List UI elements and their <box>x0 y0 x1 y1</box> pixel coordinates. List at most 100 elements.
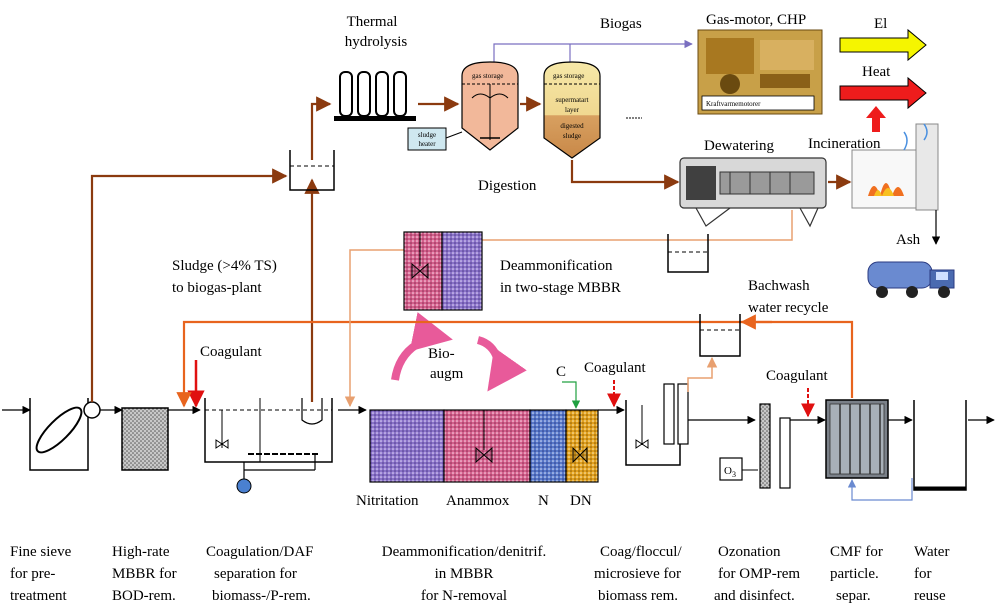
mixer-icon <box>411 262 429 280</box>
deammon-label-1: Deammonification <box>500 258 613 274</box>
captions: Fine sieve for pre- treatment High-rate … <box>10 544 949 604</box>
biogas-label: Biogas <box>600 16 642 32</box>
ash-truck <box>867 261 955 298</box>
heat-up-arrow <box>866 106 886 132</box>
deammonification-mbbr <box>369 312 599 483</box>
ozonation-unit: O3 <box>719 403 791 489</box>
backwash-label-1: Bachwash <box>748 278 810 294</box>
pump-icon <box>83 401 101 419</box>
energy-arrows <box>839 28 927 132</box>
coag-microsieve-tank <box>625 383 689 466</box>
side-stream-mbbr <box>403 231 483 311</box>
ozone-generator <box>719 457 743 481</box>
el-label: El <box>874 16 887 32</box>
gas-motor-chp <box>697 29 823 115</box>
caption-cmf: CMF for particle. separ. <box>830 544 883 604</box>
bio-augm-arrow-left <box>391 312 453 381</box>
ash-label: Ash <box>896 232 921 248</box>
carbon-label: C <box>556 364 566 380</box>
recycle-lines <box>176 210 854 408</box>
digestion-label: Digestion <box>478 178 537 194</box>
svg-text:separation for: separation for <box>214 566 297 582</box>
digested-label-1: digested <box>560 122 584 130</box>
svg-text:Fine sieve: Fine sieve <box>10 544 72 560</box>
svg-text:biomass-/P-rem.: biomass-/P-rem. <box>212 588 311 604</box>
svg-text:treatment: treatment <box>10 588 67 604</box>
thermal-hydrolysis-label-2: hydrolysis <box>345 34 408 50</box>
svg-text:for: for <box>914 566 932 582</box>
coagulant-label-3: Coagulant <box>766 368 828 384</box>
caption-ozonation: Ozonation for OMP-rem and disinfect. <box>714 544 800 604</box>
supernatant-label-1: supermatart <box>555 96 588 104</box>
sludge-lines <box>90 96 852 402</box>
caption-mbbr: High-rate MBBR for BOD-rem. <box>112 544 177 604</box>
digested-sludge-storage <box>543 61 601 159</box>
n-label: N <box>538 493 549 509</box>
svg-text:microsieve for: microsieve for <box>594 566 681 582</box>
svg-text:Coag/floccul/: Coag/floccul/ <box>600 544 682 560</box>
mixer-icon <box>215 439 229 449</box>
caption-reuse: Water for reuse <box>914 544 949 604</box>
digester <box>407 61 519 151</box>
bio-augm-label-1: Bio- <box>428 346 455 362</box>
anammox-label: Anammox <box>446 493 510 509</box>
ozone-label: O3 <box>724 465 736 479</box>
bio-augm-label-2: augm <box>430 366 464 382</box>
incinerator <box>851 123 941 245</box>
dn-label: DN <box>570 493 592 509</box>
mixer-icon <box>635 439 649 449</box>
sludge-heater-label-1: sludge <box>418 131 436 139</box>
svg-text:for pre-: for pre- <box>10 566 55 582</box>
gas-storage-label-2: gas storage <box>553 72 584 80</box>
svg-text:biomass rem.: biomass rem. <box>598 588 678 604</box>
caption-microsieve: Coag/floccul/ microsieve for biomass rem… <box>594 544 682 604</box>
reuse-water-tank <box>913 400 967 491</box>
fine-sieve <box>29 398 101 471</box>
deammon-label-2: in two-stage MBBR <box>500 280 621 296</box>
sludge-heater <box>407 127 447 151</box>
heat-label: Heat <box>862 64 891 80</box>
thermal-hydrolysis-unit <box>334 71 416 121</box>
coagulation-daf-tank <box>204 398 333 494</box>
sludge-line-label-1: Sludge (>4% TS) <box>172 258 277 274</box>
gas-storage-label-1: gas storage <box>472 72 503 80</box>
sludge-heater-label-2: heater <box>418 140 436 148</box>
gas-motor-label: Gas-motor, CHP <box>706 12 806 28</box>
nitritation-label: Nitritation <box>356 493 419 509</box>
supernatant-label-2: layer <box>565 106 580 114</box>
sludge-buffer-tank <box>289 150 335 191</box>
reject-water-tank <box>667 234 709 273</box>
backwash-tank <box>699 314 741 357</box>
svg-text:Deammonification/denitrif.: Deammonification/denitrif. <box>382 544 547 560</box>
digested-label-2: sludge <box>563 132 581 140</box>
backwash-label-2: water recycle <box>748 300 829 316</box>
svg-text:MBBR for: MBBR for <box>112 566 177 582</box>
mixer-icon <box>572 446 588 464</box>
incineration-label: Incineration <box>808 136 881 152</box>
svg-text:and disinfect.: and disinfect. <box>714 588 795 604</box>
high-rate-mbbr <box>121 407 169 471</box>
caption-coagulation: Coagulation/DAF separation for biomass-/… <box>206 544 314 604</box>
dewatering-centrifuge <box>679 157 827 228</box>
air-pump-icon <box>236 478 252 494</box>
thermal-hydrolysis-label-1: Thermal <box>347 14 398 30</box>
kraftvarme-label: Kraftvarmemotorer <box>706 100 761 108</box>
svg-text:particle.: particle. <box>830 566 879 582</box>
coagulant-label-2: Coagulant <box>584 360 646 376</box>
svg-text:reuse: reuse <box>914 588 946 604</box>
coagulant-label-1: Coagulant <box>200 344 262 360</box>
svg-text:Coagulation/DAF: Coagulation/DAF <box>206 544 314 560</box>
svg-text:CMF for: CMF for <box>830 544 883 560</box>
biogas-line <box>493 39 693 62</box>
svg-text:separ.: separ. <box>836 588 871 604</box>
caption-deammonification: Deammonification/denitrif. in MBBR for N… <box>382 544 547 604</box>
sludge-line-label-2: to biogas-plant <box>172 280 262 296</box>
cmf-module <box>825 399 913 501</box>
heat-arrow <box>839 76 927 110</box>
svg-text:for OMP-rem: for OMP-rem <box>718 566 800 582</box>
main-water-line <box>2 405 995 425</box>
svg-text:BOD-rem.: BOD-rem. <box>112 588 176 604</box>
dewatering-label: Dewatering <box>704 138 774 154</box>
svg-text:High-rate: High-rate <box>112 544 170 560</box>
